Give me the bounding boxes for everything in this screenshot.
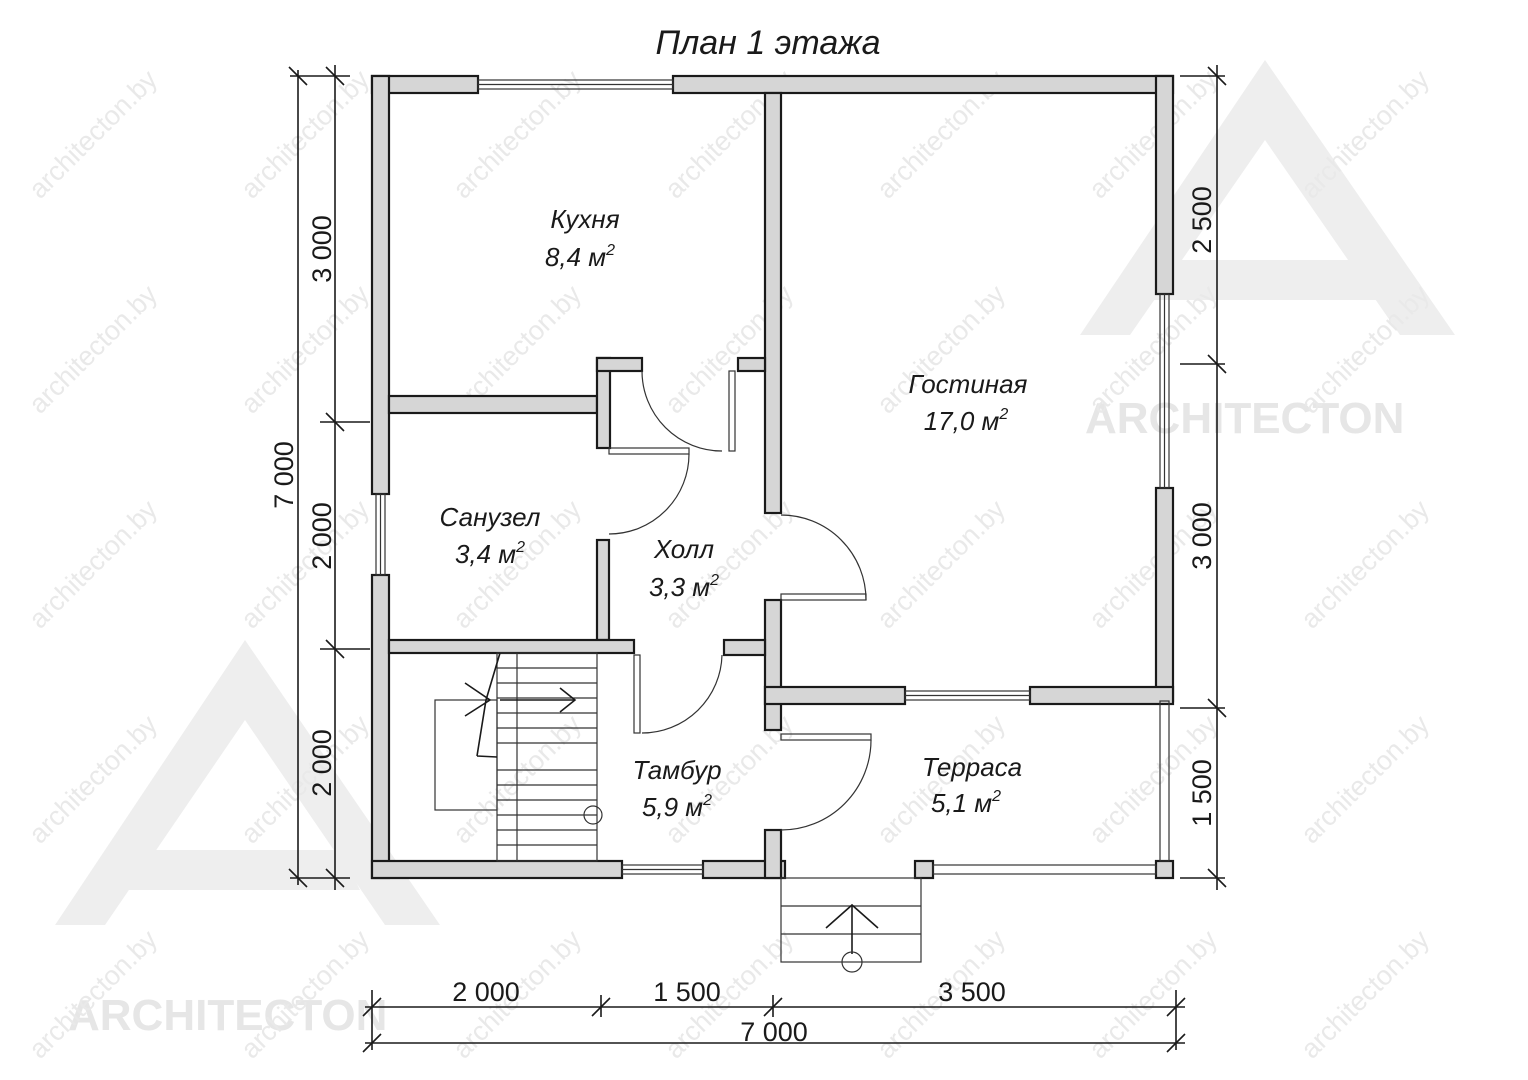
room-living-name: Гостиная [909,369,1028,399]
wall-bath-bottom [387,638,636,655]
entrance-steps [780,877,922,973]
door-bathroom-leaf [608,447,690,455]
door-bathroom-swing [608,453,690,535]
room-vestibule-area: 5,9 м2 [642,792,712,822]
dim-bottom-total: 7 000 [740,1017,808,1047]
door-hall-swing [641,654,723,734]
room-living-area: 17,0 м2 [924,406,1009,436]
room-kitchen-name: Кухня [550,204,619,234]
dimension-lines [288,65,1227,1053]
watermark-site-text-7: architecton.by [23,279,163,419]
watermark-site-text-1: architecton.by [235,64,375,204]
wall-right-middle [1154,486,1175,703]
door-living-swing [780,514,867,601]
watermark-logo-left: ARCHITECTON [55,640,440,1040]
wall-living-bottom-right [1028,685,1175,706]
staircase [434,652,603,862]
walls [370,74,1175,880]
entrance-steps-outline [780,877,922,963]
watermark-site-texts: architecton.by architecton.by architecton.… [23,64,1435,1064]
dim-left-total: 7 000 [269,441,299,509]
wall-right-upper [1154,74,1175,296]
entrance-arrow-head [825,903,879,929]
wall-vestibule-cap [722,638,767,657]
room-kitchen-area: 8,4 м2 [545,242,615,272]
watermark-brand-right: ARCHITECTON [1085,394,1404,443]
watermark-site-text-15: architecton.by [235,494,375,634]
dim-left-1: 3 000 [307,215,337,283]
stair-arrow-right [500,687,577,713]
room-terrace-area: 5,1 м2 [931,788,1001,818]
wall-living-left [763,91,783,515]
door-hall-leaf [633,654,641,734]
door-living-leaf [780,593,867,601]
railing-terrace-right [1159,700,1170,862]
room-bathroom-name: Санузел [440,502,541,532]
wall-bath-right [595,538,611,642]
watermark-site-text-8: architecton.by [235,279,375,419]
wall-hall-left-cap [595,356,644,373]
wall-living-left-lower [763,598,783,732]
dim-right-1: 2 500 [1187,186,1217,254]
watermark-site-text-34: architecton.by [1295,924,1435,1064]
wall-vestibule-right [763,828,783,880]
dimension-labels: 7 000 3 000 2 000 2 000 2 500 3 000 1 50… [269,186,1217,1047]
dim-bottom-2: 1 500 [653,977,721,1007]
wall-left-upper [370,74,391,496]
room-hall-name: Холл [653,534,714,564]
door-terrace-swing [780,739,872,831]
wall-left-lower [370,573,391,880]
dim-bottom-3: 3 500 [938,977,1006,1007]
wall-top-right [671,74,1175,95]
watermark-site-text-20: architecton.by [1295,494,1435,634]
door-terrace-leaf [780,733,872,741]
plan-title: План 1 этажа [655,24,880,62]
watermark-site-text-0: architecton.by [23,64,163,204]
terrace-post [913,859,935,880]
watermark-brand-left: ARCHITECTON [68,991,387,1040]
watermark-site-text-14: architecton.by [23,494,163,634]
wall-hall-right-cap [736,356,767,373]
dim-right-2: 3 000 [1187,502,1217,570]
stair-arrow-left [464,682,492,717]
door-kitchen-leaf [728,370,736,452]
dim-bottom-1: 2 000 [452,977,520,1007]
stair-start-marker [583,805,603,825]
wall-bottom-left [370,859,624,880]
door-kitchen-swing [641,370,723,452]
windows [375,79,1170,875]
room-bathroom-area: 3,4 м2 [455,539,525,569]
dim-left-2: 2 000 [307,502,337,570]
railing-terrace-bottom [932,864,1157,875]
watermark-site-text-18: architecton.by [871,494,1011,634]
room-labels: Кухня 8,4 м2 Гостиная 17,0 м2 Санузел 3,… [440,204,1028,822]
stair-turn [476,652,501,758]
wall-living-bottom-left [763,685,907,706]
wall-kitchen-bottom [387,394,599,415]
dim-right-3: 1 500 [1187,759,1217,827]
room-hall-area: 3,3 м2 [649,572,719,602]
stair-landing [434,699,498,811]
room-vestibule-name: Тамбур [632,755,721,785]
stair-steps [497,653,597,861]
watermark-site-text-27: architecton.by [1295,709,1435,849]
dim-left-3: 2 000 [307,729,337,797]
terrace-corner-post [1154,859,1175,880]
doors [608,370,872,831]
entrance-marker [841,951,863,973]
room-terrace-name: Терраса [922,752,1022,782]
